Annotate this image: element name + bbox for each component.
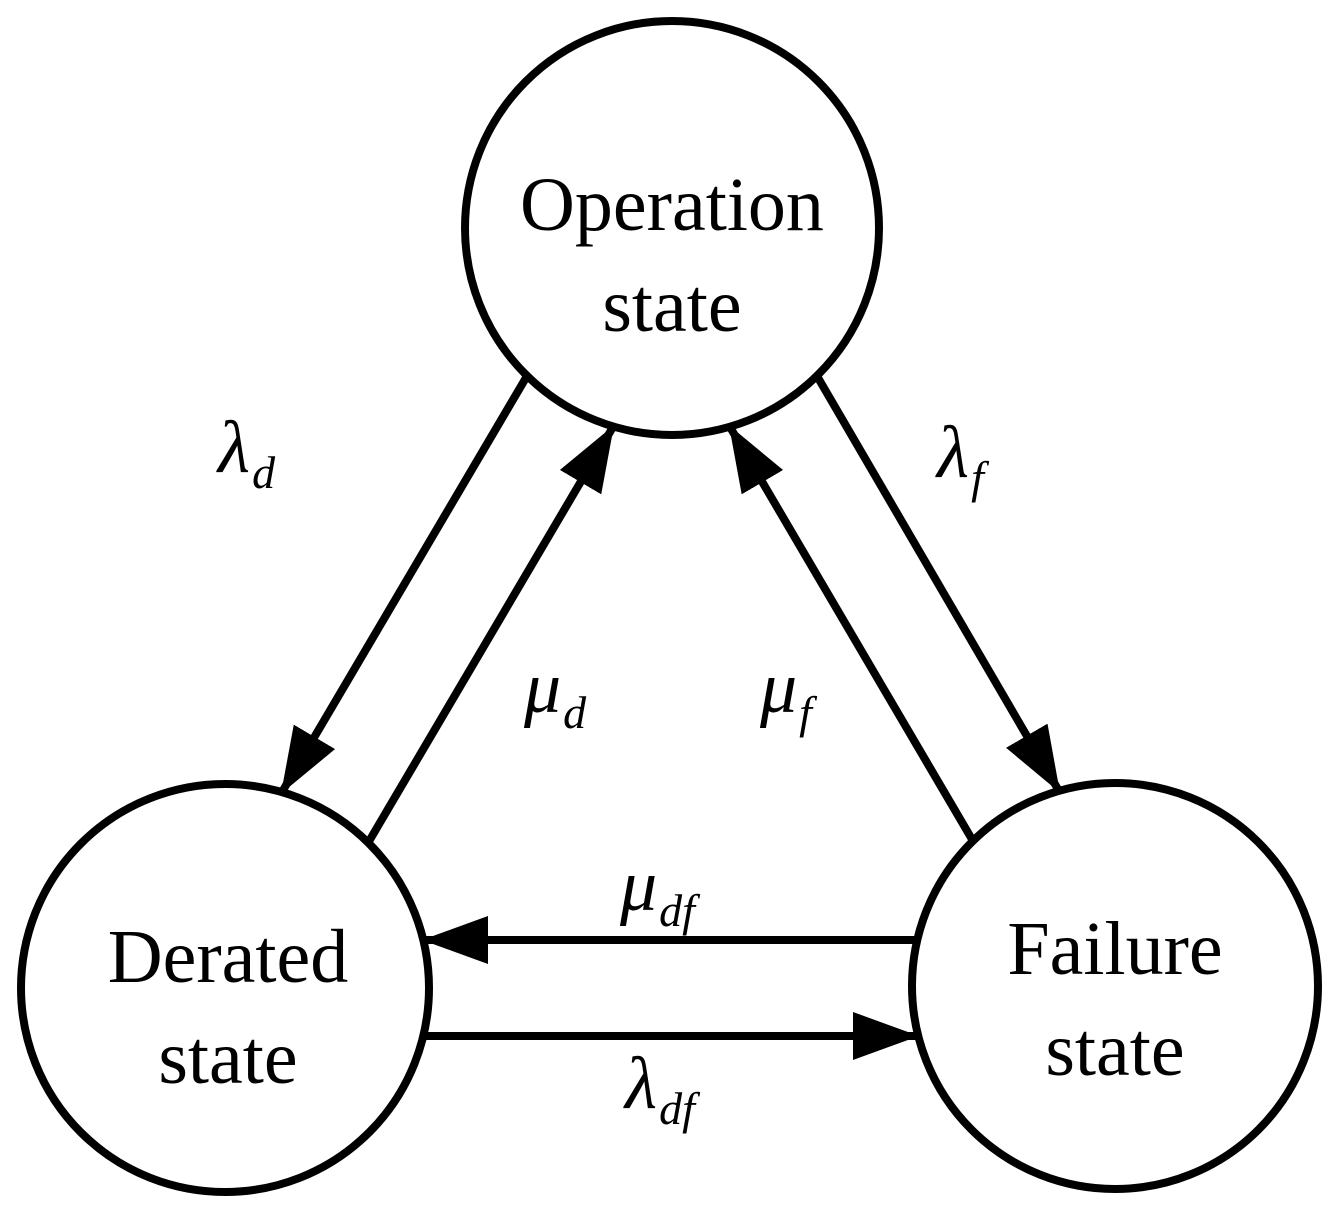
state-label-operation-line2: state (602, 264, 741, 348)
state-label-derated-line2: state (158, 1016, 297, 1100)
arrow-mu-f (726, 424, 977, 844)
lambda-df-symbol: λ (623, 1043, 657, 1125)
mu-df-symbol: μ (619, 845, 657, 927)
state-label-failure-line1: Failure (1007, 907, 1222, 991)
state-label-failure-line2: state (1045, 1008, 1184, 1092)
mu-d-symbol: μ (523, 647, 561, 729)
rate-label-lambda-d: λd (216, 407, 276, 498)
state-label-operation-line1: Operation (520, 163, 824, 247)
lambda-d-symbol: λ (216, 407, 250, 489)
state-node-derated (17, 780, 433, 1196)
state-label-derated-line1: Derated (108, 915, 349, 999)
mu-f-subscript: f (799, 687, 818, 738)
lambda-f-subscript: f (971, 452, 990, 503)
lambda-df-subscript: df (659, 1083, 701, 1134)
lambda-f-symbol: λ (935, 412, 969, 494)
rate-label-mu-f: μf (759, 647, 818, 738)
mu-d-subscript: d (563, 687, 587, 738)
rate-label-lambda-f: λf (935, 412, 990, 503)
rate-label-lambda-df: λdf (623, 1043, 701, 1134)
mu-df-subscript: df (659, 885, 701, 936)
state-node-failure (908, 779, 1322, 1193)
rate-label-mu-df: μdf (619, 845, 701, 936)
arrow-lambda-f (813, 373, 1063, 794)
arrow-lambda-d (278, 373, 531, 795)
mu-f-symbol: μ (759, 647, 797, 729)
rate-label-mu-d: μd (523, 647, 587, 738)
lambda-d-subscript: d (252, 447, 276, 498)
arrow-mu-d (364, 424, 617, 846)
state-node-operation (461, 17, 883, 439)
